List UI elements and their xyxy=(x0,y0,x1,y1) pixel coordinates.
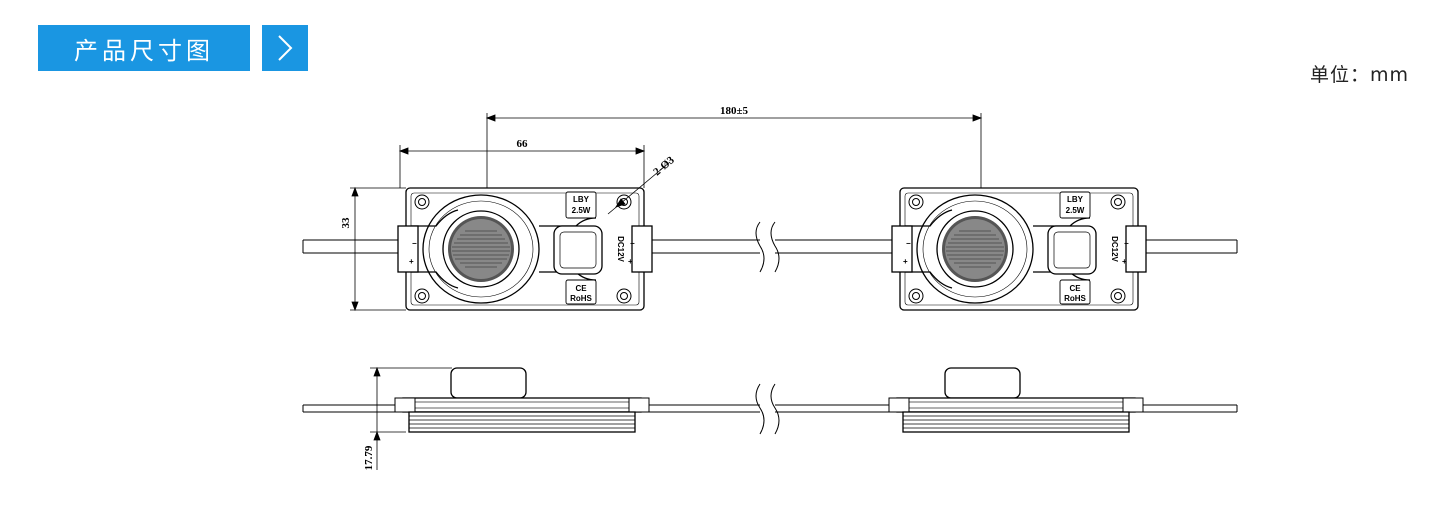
height-dimension xyxy=(350,186,406,312)
thickness-value: 17.79 xyxy=(363,445,375,470)
rohs-label: RoHS xyxy=(570,294,592,303)
power-label-2: 2.5W xyxy=(1066,206,1085,215)
unit-label: 单位：mm xyxy=(1309,64,1409,86)
section-header: 产品尺寸图 xyxy=(38,25,308,71)
ce-label: CE xyxy=(575,284,587,293)
module-side-right xyxy=(888,367,1144,433)
side-wires xyxy=(302,383,1238,435)
module-top-right xyxy=(891,187,1147,311)
minus-label-3: − xyxy=(906,239,911,248)
plus-label: + xyxy=(409,257,414,266)
width-dimension xyxy=(398,145,646,188)
pitch-dimension xyxy=(485,113,983,188)
minus-label-right: − xyxy=(630,239,635,248)
ce-label-2: CE xyxy=(1069,284,1081,293)
module-top-left xyxy=(397,187,653,311)
section-title: 产品尺寸图 xyxy=(38,25,250,71)
rohs-label-2: RoHS xyxy=(1064,294,1086,303)
width-value: 66 xyxy=(517,138,529,150)
height-value: 33 xyxy=(340,217,352,229)
top-wires xyxy=(302,221,1238,273)
minus-label-4: − xyxy=(1124,239,1129,248)
plus-label-right: + xyxy=(628,257,633,266)
pitch-value: 180±5 xyxy=(720,105,749,117)
voltage-label: DC12V xyxy=(616,236,625,262)
minus-label: − xyxy=(412,239,417,248)
plus-label-3: + xyxy=(903,257,908,266)
thickness-dimension xyxy=(370,366,452,470)
brand-label: LBY xyxy=(573,195,590,204)
hole-value: 2-Ø3 xyxy=(651,154,677,178)
brand-label-2: LBY xyxy=(1067,195,1084,204)
module-side-left xyxy=(394,367,650,433)
voltage-label-2: DC12V xyxy=(1110,236,1119,262)
power-label: 2.5W xyxy=(572,206,591,215)
hole-callout xyxy=(607,161,671,215)
plus-label-4: + xyxy=(1122,257,1127,266)
chevron-right-icon[interactable] xyxy=(262,25,308,71)
